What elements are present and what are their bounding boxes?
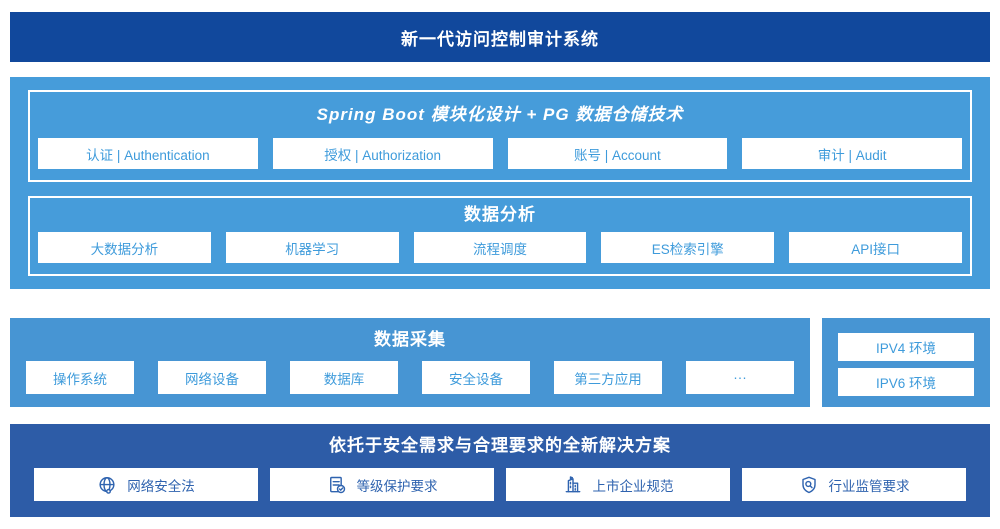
data-collection-items-row: 操作系统 网络设备 数据库 安全设备 第三方应用 ··· [26, 361, 794, 394]
solution-label-industry-regulation: 行业监管要求 [828, 478, 910, 494]
module-box-account: 账号 | Account [507, 138, 728, 169]
collection-box-network-device: 网络设备 [158, 361, 266, 394]
solution-section-title: 依托于安全需求与合理要求的全新解决方案 [329, 436, 671, 455]
env-box-ipv6: IPV6 环境 [838, 368, 974, 396]
solution-box-industry-regulation: 行业监管要求 [742, 468, 966, 501]
data-collection-section: 数据采集 操作系统 网络设备 数据库 安全设备 第三方应用 ··· [10, 318, 810, 407]
solution-box-listed-company: 上市企业规范 [506, 468, 730, 501]
data-analysis-section-title: 数据分析 [464, 205, 536, 224]
globe-icon [97, 475, 117, 495]
platform-container: Spring Boot 模块化设计 + PG 数据仓储技术 认证 | Authe… [10, 77, 990, 289]
module-box-authentication: 认证 | Authentication [38, 138, 258, 169]
collection-box-os: 操作系统 [26, 361, 134, 394]
data-collection-section-title: 数据采集 [374, 330, 446, 349]
solution-box-cybersecurity-law: 网络安全法 [34, 468, 258, 501]
module-box-authorization: 授权 | Authorization [272, 138, 493, 169]
system-title: 新一代访问控制审计系统 [401, 29, 599, 49]
collection-box-security-device: 安全设备 [422, 361, 530, 394]
solution-box-classified-protection: 等级保护要求 [270, 468, 494, 501]
spring-boot-section: Spring Boot 模块化设计 + PG 数据仓储技术 认证 | Authe… [28, 90, 972, 182]
ip-environment-panel: IPV4 环境 IPV6 环境 [822, 318, 990, 407]
shield-search-icon [799, 475, 819, 495]
doc-check-icon [327, 475, 347, 495]
analysis-box-es: ES检索引擎 [601, 232, 775, 263]
collection-box-thirdparty: 第三方应用 [554, 361, 662, 394]
data-analysis-items-row: 大数据分析 机器学习 流程调度 ES检索引擎 API接口 [38, 232, 962, 263]
solution-label-cybersecurity-law: 网络安全法 [127, 478, 195, 494]
solution-label-classified-protection: 等级保护要求 [356, 478, 438, 494]
solution-items-row: 网络安全法 等级保护要求 [34, 468, 966, 501]
module-box-audit: 审计 | Audit [742, 138, 962, 169]
analysis-box-api: API接口 [789, 232, 962, 263]
solution-section: 依托于安全需求与合理要求的全新解决方案 网络安全法 [10, 424, 990, 517]
analysis-box-ml: 机器学习 [225, 232, 399, 263]
analysis-box-bigdata: 大数据分析 [38, 232, 211, 263]
collection-env-row: 数据采集 操作系统 网络设备 数据库 安全设备 第三方应用 ··· IPV4 环… [10, 318, 990, 407]
collection-box-database: 数据库 [290, 361, 398, 394]
spring-boot-items-row: 认证 | Authentication 授权 | Authorization 账… [38, 138, 962, 169]
system-title-banner: 新一代访问控制审计系统 [10, 12, 990, 62]
building-icon [563, 475, 583, 495]
analysis-box-workflow: 流程调度 [413, 232, 587, 263]
data-analysis-section: 数据分析 大数据分析 机器学习 流程调度 ES检索引擎 API接口 [28, 196, 972, 276]
spring-boot-section-title: Spring Boot 模块化设计 + PG 数据仓储技术 [316, 105, 684, 124]
env-box-ipv4: IPV4 环境 [838, 333, 974, 361]
collection-box-more: ··· [686, 361, 794, 394]
solution-label-listed-company: 上市企业规范 [592, 478, 674, 494]
